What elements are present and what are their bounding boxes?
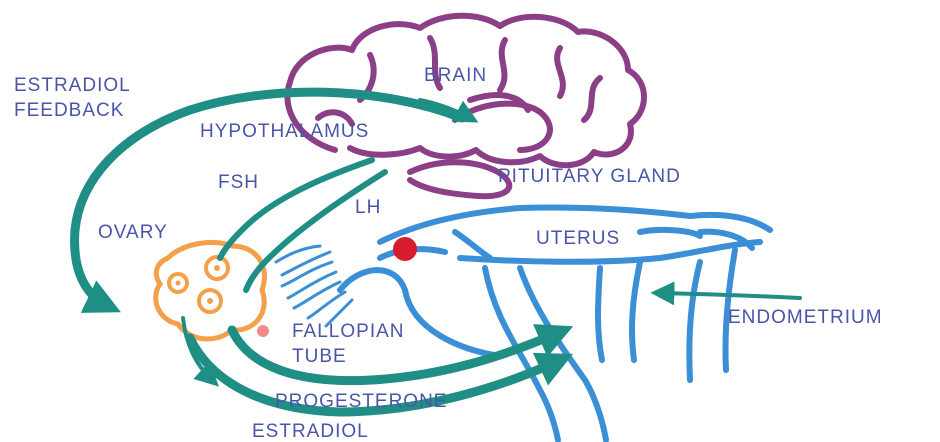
label-estradiol: ESTRADIOL <box>252 421 369 442</box>
label-hypothalamus: HYPOTHALAMUS <box>200 121 369 142</box>
label-estradiol-feedback-line1: ESTRADIOL <box>14 75 131 96</box>
label-estradiol-feedback-line2: FEEDBACK <box>14 100 124 121</box>
egg <box>393 237 417 261</box>
label-ovary: OVARY <box>98 222 168 243</box>
follicle-core <box>214 265 220 271</box>
label-brain: BRAIN <box>424 65 487 86</box>
label-fallopian-line2: TUBE <box>292 346 347 367</box>
label-fallopian-line1: FALLOPIAN <box>292 321 405 342</box>
label-endometrium: ENDOMETRIUM <box>728 307 883 328</box>
released-follicle <box>257 325 269 337</box>
label-pituitary-gland: PITUITARY GLAND <box>498 166 681 187</box>
label-fsh: FSH <box>218 172 259 193</box>
label-uterus: UTERUS <box>536 228 620 249</box>
follicle-core <box>176 281 181 286</box>
follicle-core <box>207 298 213 304</box>
label-progesterone: PROGESTERONE <box>275 391 447 412</box>
label-lh: LH <box>355 197 381 218</box>
